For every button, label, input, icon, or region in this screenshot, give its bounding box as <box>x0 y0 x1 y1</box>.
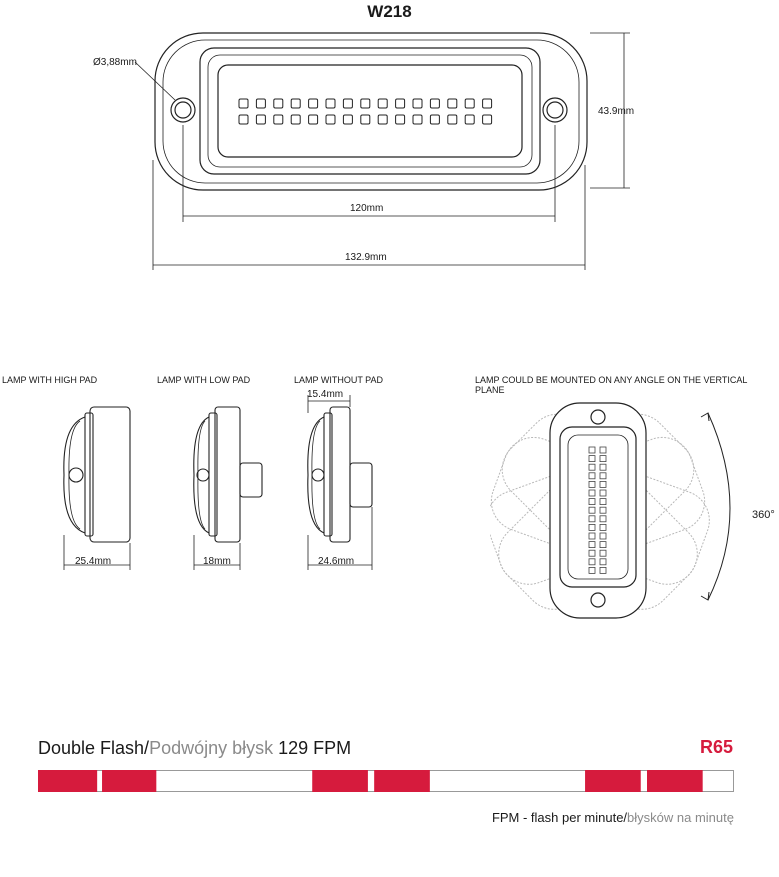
led-cell <box>377 98 388 109</box>
led-cell <box>377 114 388 125</box>
led-cell <box>588 541 596 549</box>
led-cell <box>588 481 596 488</box>
side-view-without-pad <box>307 395 373 570</box>
rotation-angle-label: 360° <box>752 509 775 521</box>
led-cell <box>342 114 353 125</box>
led-cell <box>255 98 266 109</box>
led-cell <box>588 472 596 480</box>
led-cell <box>255 114 266 125</box>
flash-on-segment <box>647 770 703 792</box>
led-cell <box>588 498 596 505</box>
side-view-high-pad <box>63 406 131 570</box>
caption-without-pad: LAMP WITHOUT PAD <box>294 375 384 385</box>
led-cell <box>342 98 353 109</box>
top-without-pad-label: 15.4mm <box>307 389 344 400</box>
hole-diameter-label: Ø3,88mm <box>93 57 137 68</box>
side-views-drawing <box>63 395 373 570</box>
led-cell <box>429 114 440 125</box>
led-cell <box>412 98 423 109</box>
caption-rotation: LAMP COULD BE MOUNTED ON ANY ANGLE ON TH… <box>475 375 748 395</box>
depth-without-pad-label: 24.6mm <box>318 556 355 567</box>
led-cell <box>360 98 371 109</box>
led-cell <box>599 558 607 566</box>
led-cell <box>588 489 596 497</box>
led-cell <box>325 114 336 125</box>
led-cell <box>325 98 336 109</box>
fpm-note-pl: błysków na minutę <box>627 810 734 825</box>
flash-on-segment <box>102 770 157 792</box>
led-cell <box>412 114 423 125</box>
depth-high-pad-label: 25.4mm <box>75 556 112 567</box>
led-cell <box>588 558 596 566</box>
led-cell <box>599 549 607 557</box>
product-code-title: W218 <box>367 2 412 21</box>
pattern-code: R65 <box>700 737 734 757</box>
led-cell <box>290 98 301 109</box>
led-cell <box>588 566 596 574</box>
led-cell <box>482 98 493 109</box>
fpm-note-en: FPM - flash per minute/ <box>491 810 628 825</box>
led-cell <box>238 98 249 109</box>
led-cell <box>588 506 596 514</box>
flash-rate: 129 FPM <box>273 738 352 758</box>
led-cell <box>429 98 440 109</box>
led-cell <box>599 515 607 523</box>
led-cell <box>273 98 284 109</box>
led-cell <box>588 463 596 471</box>
height-dimension-label: 43.9mm <box>598 106 635 117</box>
caption-high-pad: LAMP WITH HIGH PAD <box>2 375 98 385</box>
led-cell <box>308 114 319 125</box>
led-cell <box>599 446 607 454</box>
led-cell <box>482 114 493 125</box>
led-cell <box>395 114 406 125</box>
led-cell <box>588 446 596 454</box>
led-cell <box>599 455 607 462</box>
fpm-note: FPM - flash per minute/błysków na minutę <box>492 810 734 825</box>
flash-pattern-title: Double Flash/Podwójny błysk 129 FPM <box>38 738 351 759</box>
led-cell <box>588 549 596 557</box>
led-cell <box>464 114 475 125</box>
led-cell <box>588 532 596 540</box>
led-cell <box>588 455 596 462</box>
led-cell <box>290 114 301 125</box>
led-cell <box>308 98 319 109</box>
led-cell <box>599 532 607 540</box>
led-cell <box>599 498 607 505</box>
flash-on-segment <box>38 770 98 792</box>
led-cell <box>599 481 607 488</box>
rotation-view-drawing <box>490 402 731 619</box>
led-cell <box>599 506 607 514</box>
depth-low-pad-label: 18mm <box>203 556 231 567</box>
led-cell <box>599 489 607 497</box>
led-cell <box>599 463 607 471</box>
outer-width-label: 132.9mm <box>345 252 387 263</box>
led-cell <box>360 114 371 125</box>
led-cell <box>273 114 284 125</box>
led-cell <box>238 114 249 125</box>
flash-pattern-bar <box>38 770 734 792</box>
flash-title-pl: Podwójny błysk <box>149 738 274 758</box>
led-cell <box>464 98 475 109</box>
led-cell <box>447 114 458 125</box>
flash-on-segment <box>374 770 430 792</box>
flash-on-segment <box>585 770 641 792</box>
led-cell <box>588 515 596 523</box>
led-cell <box>599 566 607 574</box>
led-cell <box>588 523 596 531</box>
caption-low-pad: LAMP WITH LOW PAD <box>157 375 251 385</box>
led-cell <box>599 523 607 531</box>
led-cell <box>447 98 458 109</box>
flash-title-en: Double Flash/ <box>38 738 150 758</box>
inner-width-label: 120mm <box>350 203 384 214</box>
side-view-low-pad <box>193 406 263 570</box>
top-view-drawing <box>134 32 630 270</box>
led-cell <box>599 541 607 549</box>
flash-on-segment <box>312 770 368 792</box>
led-cell <box>395 98 406 109</box>
led-cell <box>599 472 607 480</box>
